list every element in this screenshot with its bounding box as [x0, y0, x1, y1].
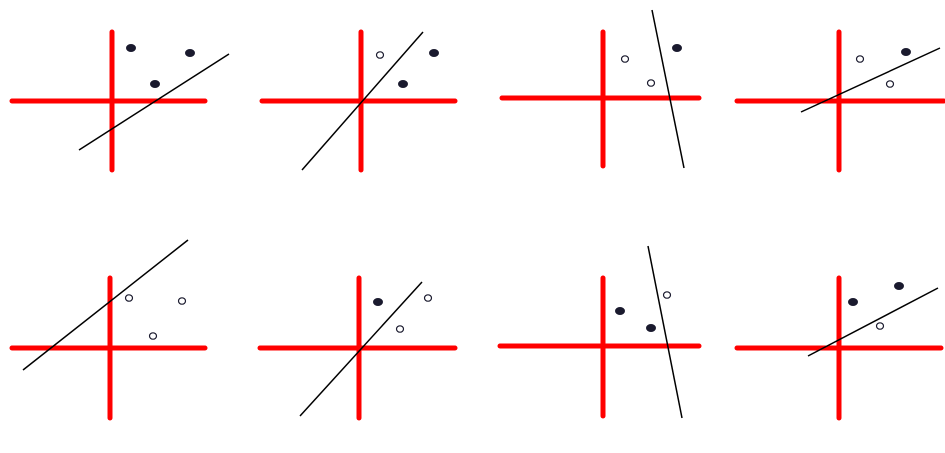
filled-point: [672, 44, 682, 52]
filled-point: [901, 48, 911, 56]
hollow-point: [124, 294, 134, 302]
separating-line: [301, 31, 424, 171]
panel-8: [734, 275, 944, 421]
hollow-point: [855, 55, 865, 63]
filled-point: [398, 80, 408, 88]
filled-point: [646, 324, 656, 332]
separating-line: [807, 287, 939, 357]
filled-point: [126, 44, 136, 52]
separating-line: [651, 9, 685, 169]
panel-5: [9, 239, 208, 421]
separating-line: [800, 47, 941, 113]
separating-line: [299, 281, 423, 417]
hollow-point: [423, 294, 433, 302]
hollow-point: [620, 55, 630, 63]
hollow-point: [885, 80, 895, 88]
filled-point: [429, 49, 439, 57]
panel-7: [497, 245, 702, 419]
filled-point: [373, 298, 383, 306]
hollow-point: [875, 322, 885, 330]
panel-6: [257, 275, 458, 421]
hollow-point: [646, 79, 656, 87]
hollow-point: [662, 291, 672, 299]
separating-line: [78, 53, 230, 151]
filled-point: [848, 298, 858, 306]
filled-point: [185, 49, 195, 57]
separating-line: [647, 245, 683, 419]
panel-4: [734, 29, 945, 173]
filled-point: [615, 307, 625, 315]
hollow-point: [375, 51, 385, 59]
hollow-point: [395, 325, 405, 333]
hollow-point: [177, 297, 187, 305]
separating-line: [22, 239, 189, 371]
panel-2: [259, 29, 458, 173]
filled-point: [894, 282, 904, 290]
panel-3: [499, 9, 702, 169]
hollow-point: [148, 332, 158, 340]
panel-1: [9, 29, 230, 173]
filled-point: [150, 80, 160, 88]
